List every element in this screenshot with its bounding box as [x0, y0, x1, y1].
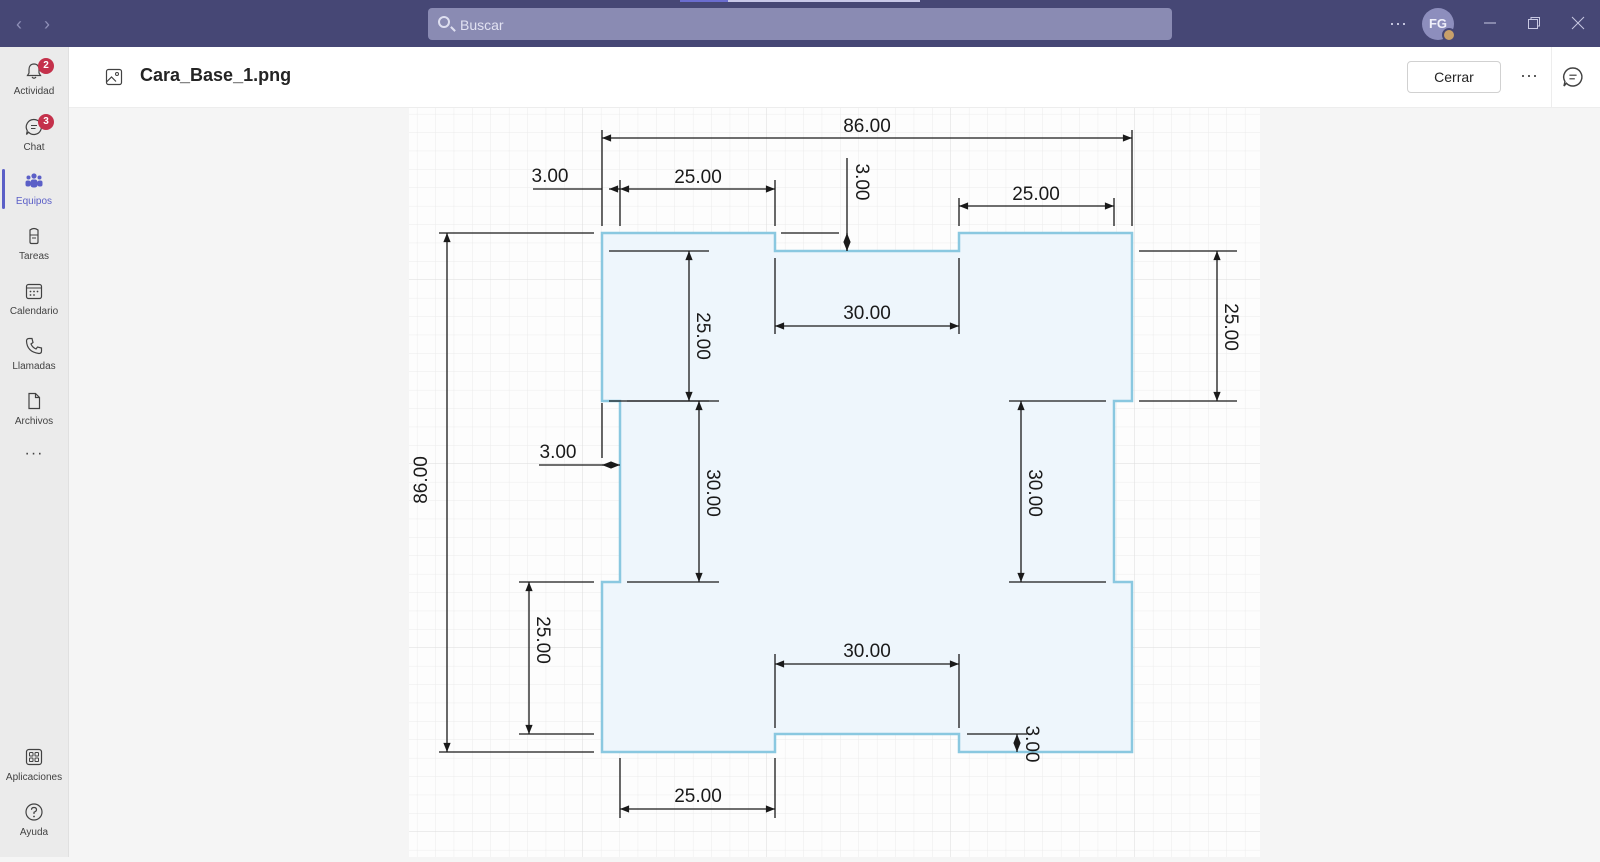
dim-bottom-notch-depth: 3.00: [1021, 726, 1042, 763]
file-icon: [28, 392, 41, 410]
rail-item-label: Llamadas: [12, 361, 56, 372]
rail-item-label: Chat: [23, 142, 45, 153]
rail-item-label: Archivos: [14, 416, 54, 427]
rail-item-tareas[interactable]: Tareas: [0, 218, 68, 272]
dim-bottom-notch-width: 30.00: [843, 641, 891, 662]
technical-drawing: 86.00 3.00 25.00 25.00 30.00 3.00 30.00 …: [409, 108, 1260, 857]
teams-icon: [25, 173, 43, 188]
rail-item-label: Tareas: [18, 251, 49, 262]
close-window-button[interactable]: [1564, 10, 1592, 38]
rail-item-label: Actividad: [13, 86, 55, 97]
more-options-button[interactable]: ···: [1389, 13, 1407, 33]
close-icon: [1571, 16, 1585, 30]
rail-item-label: Equipos: [15, 196, 53, 207]
avatar-initials: FG: [1428, 16, 1448, 31]
search-input[interactable]: [458, 8, 1162, 42]
dim-top-tab-right: 25.00: [1012, 184, 1060, 205]
rail-item-ayuda[interactable]: Ayuda: [0, 794, 68, 848]
apps-icon: [25, 748, 43, 766]
dim-left-notch-height: 30.00: [702, 469, 723, 517]
dim-top-notch-width: 30.00: [843, 303, 891, 324]
image-file-icon: [105, 68, 123, 86]
close-viewer-button[interactable]: Cerrar: [1407, 61, 1501, 93]
part-outline: [600, 231, 1134, 754]
rail-item-aplicaciones[interactable]: Aplicaciones: [0, 739, 68, 793]
minimize-button[interactable]: [1476, 10, 1504, 38]
search-icon: [438, 16, 450, 28]
rail-item-llamadas[interactable]: Llamadas: [0, 328, 68, 382]
dim-overall-width: 86.00: [843, 116, 891, 137]
dim-top-notch-depth: 3.00: [851, 164, 872, 201]
rail-item-calendario[interactable]: Calendario: [0, 273, 68, 327]
phone-icon: [25, 337, 43, 355]
minimize-icon: [1484, 22, 1496, 24]
rail-item-label: Aplicaciones: [5, 772, 63, 783]
app-rail: 2 Actividad 3 Chat Equipos Tareas Calend…: [0, 47, 69, 857]
back-arrow-icon[interactable]: ‹: [16, 14, 22, 34]
rail-item-chat[interactable]: 3 Chat: [0, 109, 68, 163]
file-viewer-header: Cara_Base_1.png Cerrar ···: [69, 47, 1600, 108]
dim-bottom-tab-left: 25.00: [674, 786, 722, 807]
dimension-lines: [439, 130, 1237, 818]
rail-more-button[interactable]: ···: [0, 445, 68, 469]
tasks-icon: [29, 227, 39, 245]
rail-item-equipos[interactable]: Equipos: [0, 163, 68, 217]
title-highlight-accent: [680, 0, 728, 2]
dim-top-inset-left: 3.00: [532, 166, 569, 187]
file-title: Cara_Base_1.png: [140, 65, 292, 85]
search-box[interactable]: [428, 8, 1172, 42]
title-bar: ‹ › ··· FG: [0, 0, 1600, 47]
image-viewer: 86.00 3.00 25.00 25.00 30.00 3.00 30.00 …: [69, 108, 1600, 857]
rail-item-label: Ayuda: [19, 827, 49, 838]
dim-right-tab-height: 25.00: [1220, 303, 1241, 351]
chat-badge: 3: [38, 114, 54, 130]
viewer-more-button[interactable]: ···: [1515, 63, 1543, 91]
restore-button[interactable]: [1520, 10, 1548, 38]
header-divider: [1551, 47, 1552, 107]
drawing-canvas: 86.00 3.00 25.00 25.00 30.00 3.00 30.00 …: [409, 108, 1260, 857]
conversation-icon[interactable]: [1561, 65, 1585, 89]
rail-item-actividad[interactable]: 2 Actividad: [0, 53, 68, 107]
dim-top-left-tab-height: 25.00: [692, 312, 713, 360]
dim-right-notch-height: 30.00: [1024, 469, 1045, 517]
dim-bottom-left-tab-height: 25.00: [532, 616, 553, 664]
help-icon: [25, 803, 43, 821]
more-icon: ···: [24, 445, 44, 462]
restore-icon: [1528, 17, 1540, 29]
activity-badge: 2: [38, 58, 54, 74]
title-highlight: [680, 0, 920, 2]
more-icon: ···: [1520, 65, 1538, 85]
rail-item-archivos[interactable]: Archivos: [0, 383, 68, 437]
dim-overall-height: 86.00: [411, 456, 432, 504]
rail-item-label: Calendario: [9, 306, 59, 317]
forward-arrow-icon[interactable]: ›: [44, 14, 50, 34]
avatar[interactable]: FG: [1422, 8, 1456, 42]
calendar-icon: [25, 283, 43, 300]
presence-status-icon: [1442, 28, 1456, 42]
dim-top-tab-left: 25.00: [674, 167, 722, 188]
bell-icon: [26, 63, 42, 79]
dimension-labels: 86.00 3.00 25.00 25.00 30.00 3.00 30.00 …: [411, 116, 1241, 807]
dim-left-inset: 3.00: [540, 442, 577, 463]
